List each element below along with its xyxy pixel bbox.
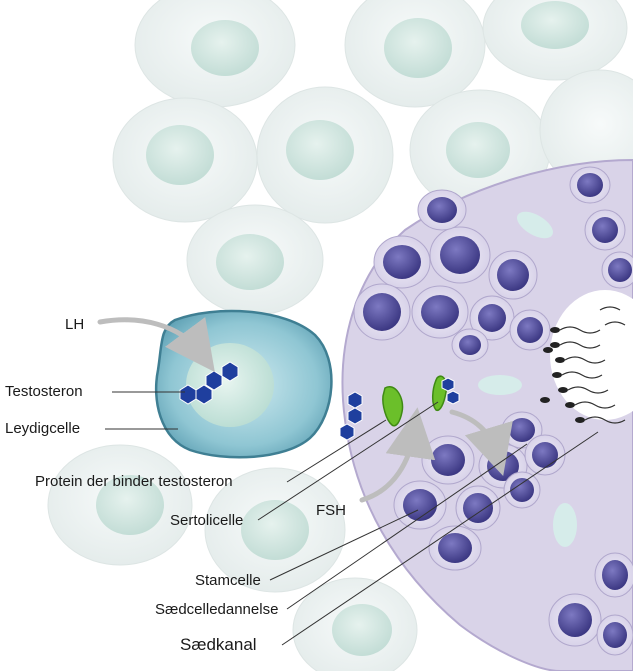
- background-cell: [256, 86, 394, 224]
- germ-cell: [373, 235, 431, 289]
- background-cell: [134, 0, 296, 108]
- background-cell: [112, 97, 258, 223]
- germ-cell: [601, 251, 633, 289]
- germ-cell: [353, 283, 411, 341]
- germ-cell: [421, 435, 475, 485]
- germ-cell: [417, 189, 467, 231]
- germ-cell: [429, 226, 491, 284]
- germ-cell: [503, 471, 541, 509]
- background-cell: [344, 0, 486, 108]
- leader-lines: [105, 391, 599, 646]
- label-protein-binding-testosterone: Protein der binder testosteron: [35, 473, 233, 490]
- germ-cell: [548, 593, 602, 647]
- germ-cell: [411, 285, 469, 339]
- germ-cell: [509, 309, 551, 351]
- label-sertolicelle: Sertolicelle: [170, 512, 244, 529]
- background-cell: [47, 444, 193, 566]
- germ-cell: [569, 166, 611, 204]
- lh-arrow: [97, 317, 215, 373]
- germ-cell: [428, 525, 482, 571]
- germ-cells: [353, 166, 633, 656]
- germ-cell: [451, 328, 489, 362]
- label-testosteron: Testosteron: [5, 383, 83, 400]
- hormone-arrows: [97, 317, 513, 503]
- background-cells: [47, 0, 633, 671]
- background-cell: [292, 577, 418, 671]
- protein-transfer-arrow: [449, 409, 513, 476]
- germ-cell: [455, 485, 501, 531]
- testosterone-molecules-free: [339, 391, 363, 441]
- germ-cell: [596, 614, 633, 656]
- seminiferous-tubule: [341, 158, 633, 671]
- background-cell: [482, 0, 628, 81]
- background-cell: [186, 204, 324, 316]
- germ-cell: [469, 295, 515, 341]
- germ-cell: [393, 480, 447, 530]
- label-saedkanal: Sædkanal: [180, 635, 257, 654]
- label-stamcelle: Stamcelle: [195, 572, 261, 589]
- label-lh: LH: [65, 316, 85, 333]
- label-saedcelledannelse: Sædcelledannelse: [155, 601, 279, 618]
- germ-cell: [488, 250, 538, 300]
- tubule-lumen-sperm: [540, 290, 633, 424]
- germ-cell: [584, 209, 626, 251]
- fsh-arrow: [359, 407, 436, 503]
- label-fsh: FSH: [316, 502, 346, 519]
- sertoli-nuclei: [478, 211, 577, 547]
- germ-cell: [524, 434, 566, 476]
- germ-cell: [594, 552, 633, 598]
- testosterone-molecules-leydig: [179, 361, 239, 405]
- label-leydigcelle: Leydigcelle: [5, 420, 81, 437]
